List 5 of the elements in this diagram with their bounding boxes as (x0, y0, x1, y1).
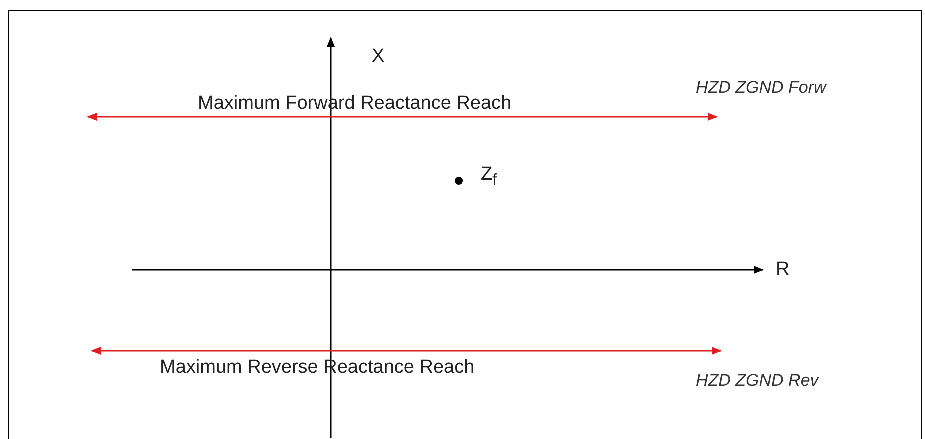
axis-label: X (372, 46, 385, 68)
axis-label: R (776, 259, 790, 281)
setting-label: HZD ZGND Forw (696, 77, 826, 99)
point-label: Z$_{f}$ (481, 164, 498, 191)
setting-label: HZD ZGND Rev (696, 370, 819, 392)
